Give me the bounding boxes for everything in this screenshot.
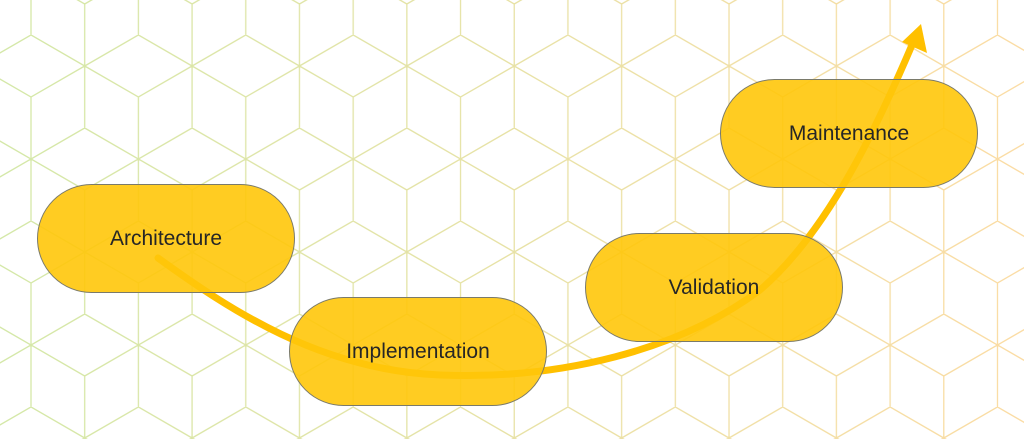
stage-label: Architecture <box>109 226 223 250</box>
stage-implementation: Implementation <box>289 297 547 406</box>
arrowhead-icon <box>902 24 927 53</box>
stage-label: Maintenance <box>788 121 910 145</box>
stage-label: Validation <box>668 275 760 299</box>
stage-validation: Validation <box>585 233 843 342</box>
stage-architecture: Architecture <box>37 184 295 293</box>
stage-label: Implementation <box>346 339 490 363</box>
stage-maintenance: Maintenance <box>720 79 978 188</box>
